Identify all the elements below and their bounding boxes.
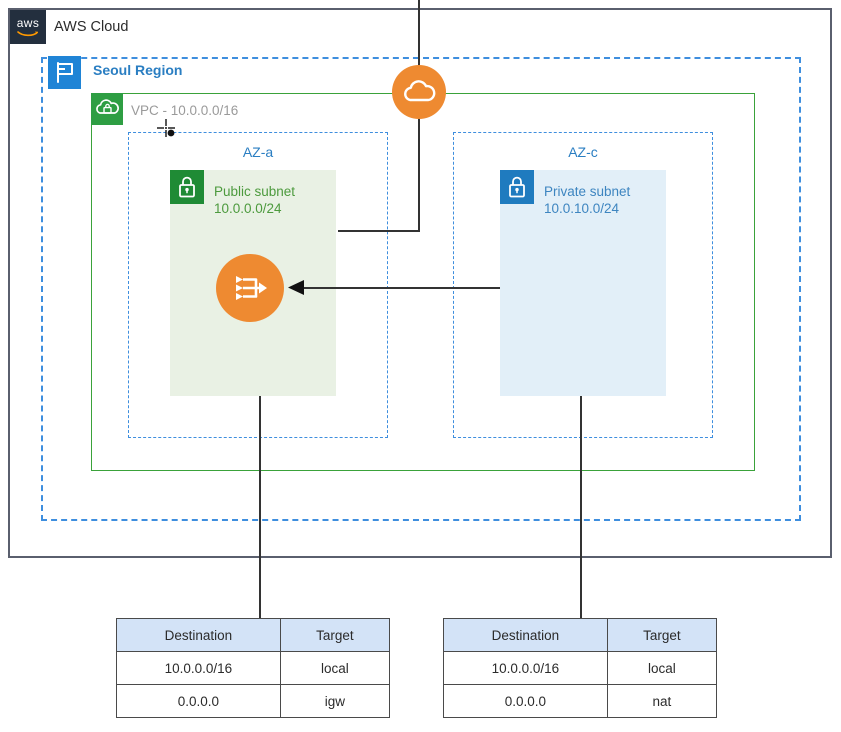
public-route-table: Destination Target 10.0.0.0/16 local 0.0…: [116, 618, 391, 718]
cell-target: igw: [279, 684, 391, 718]
igw-to-public-subnet-line: [338, 230, 420, 232]
cell-target: local: [279, 651, 391, 685]
region-flag-icon: [48, 56, 81, 89]
vpc-cloud-lock-icon: [91, 93, 123, 125]
igw-downlink-line: [418, 118, 420, 232]
column-header-target: Target: [279, 618, 391, 652]
table-header-row: Destination Target: [116, 618, 391, 652]
cell-destination: 0.0.0.0: [443, 684, 608, 718]
column-header-target: Target: [606, 618, 718, 652]
nat-gateway-icon[interactable]: [216, 254, 284, 322]
aws-logo-text: aws: [16, 15, 40, 30]
private-subnet-cidr: 10.0.10.0/24: [544, 201, 620, 216]
aws-cloud-label: AWS Cloud: [54, 19, 129, 35]
table-row: 10.0.0.0/16 local: [443, 651, 718, 685]
cell-destination: 0.0.0.0: [116, 684, 281, 718]
cell-destination: 10.0.0.0/16: [443, 651, 608, 685]
table-row: 10.0.0.0/16 local: [116, 651, 391, 685]
internet-gateway-icon[interactable]: [392, 65, 446, 119]
private-subnet-block: Private subnet 10.0.10.0/24: [500, 170, 666, 396]
cell-target: local: [606, 651, 718, 685]
seoul-region-label: Seoul Region: [93, 62, 183, 78]
table-header-row: Destination Target: [443, 618, 718, 652]
private-route-table: Destination Target 10.0.0.0/16 local 0.0…: [443, 618, 718, 718]
table-row: 0.0.0.0 igw: [116, 684, 391, 718]
cell-target: nat: [606, 684, 718, 718]
aws-smile-icon: [17, 30, 38, 36]
private-subnet-label: Private subnet 10.0.10.0/24: [544, 183, 630, 217]
az-a-boundary: [128, 132, 388, 438]
public-subnet-label: Public subnet 10.0.0.0/24: [214, 183, 295, 217]
vpc-label: VPC - 10.0.0.0/16: [131, 103, 239, 118]
seoul-region-boundary: [41, 57, 801, 521]
public-subnet-cidr: 10.0.0.0/24: [214, 201, 282, 216]
private-subnet-to-route-table-line: [580, 396, 582, 618]
private-to-nat-line: [300, 287, 500, 289]
private-to-nat-arrowhead: [288, 280, 304, 295]
table-row: 0.0.0.0 nat: [443, 684, 718, 718]
column-header-destination: Destination: [443, 618, 608, 652]
private-subnet-lock-icon: [500, 170, 534, 204]
public-subnet-name: Public subnet: [214, 184, 296, 199]
az-a-label: AZ-a: [242, 144, 274, 160]
az-c-boundary: [453, 132, 713, 438]
cell-destination: 10.0.0.0/16: [116, 651, 281, 685]
private-subnet-name: Private subnet: [544, 184, 631, 199]
column-header-destination: Destination: [116, 618, 281, 652]
public-subnet-to-route-table-line: [259, 396, 261, 618]
igw-uplink-line: [418, 0, 420, 66]
public-subnet-lock-icon: [170, 170, 204, 204]
az-c-label: AZ-c: [568, 144, 598, 160]
aws-logo-icon: aws: [10, 10, 46, 44]
